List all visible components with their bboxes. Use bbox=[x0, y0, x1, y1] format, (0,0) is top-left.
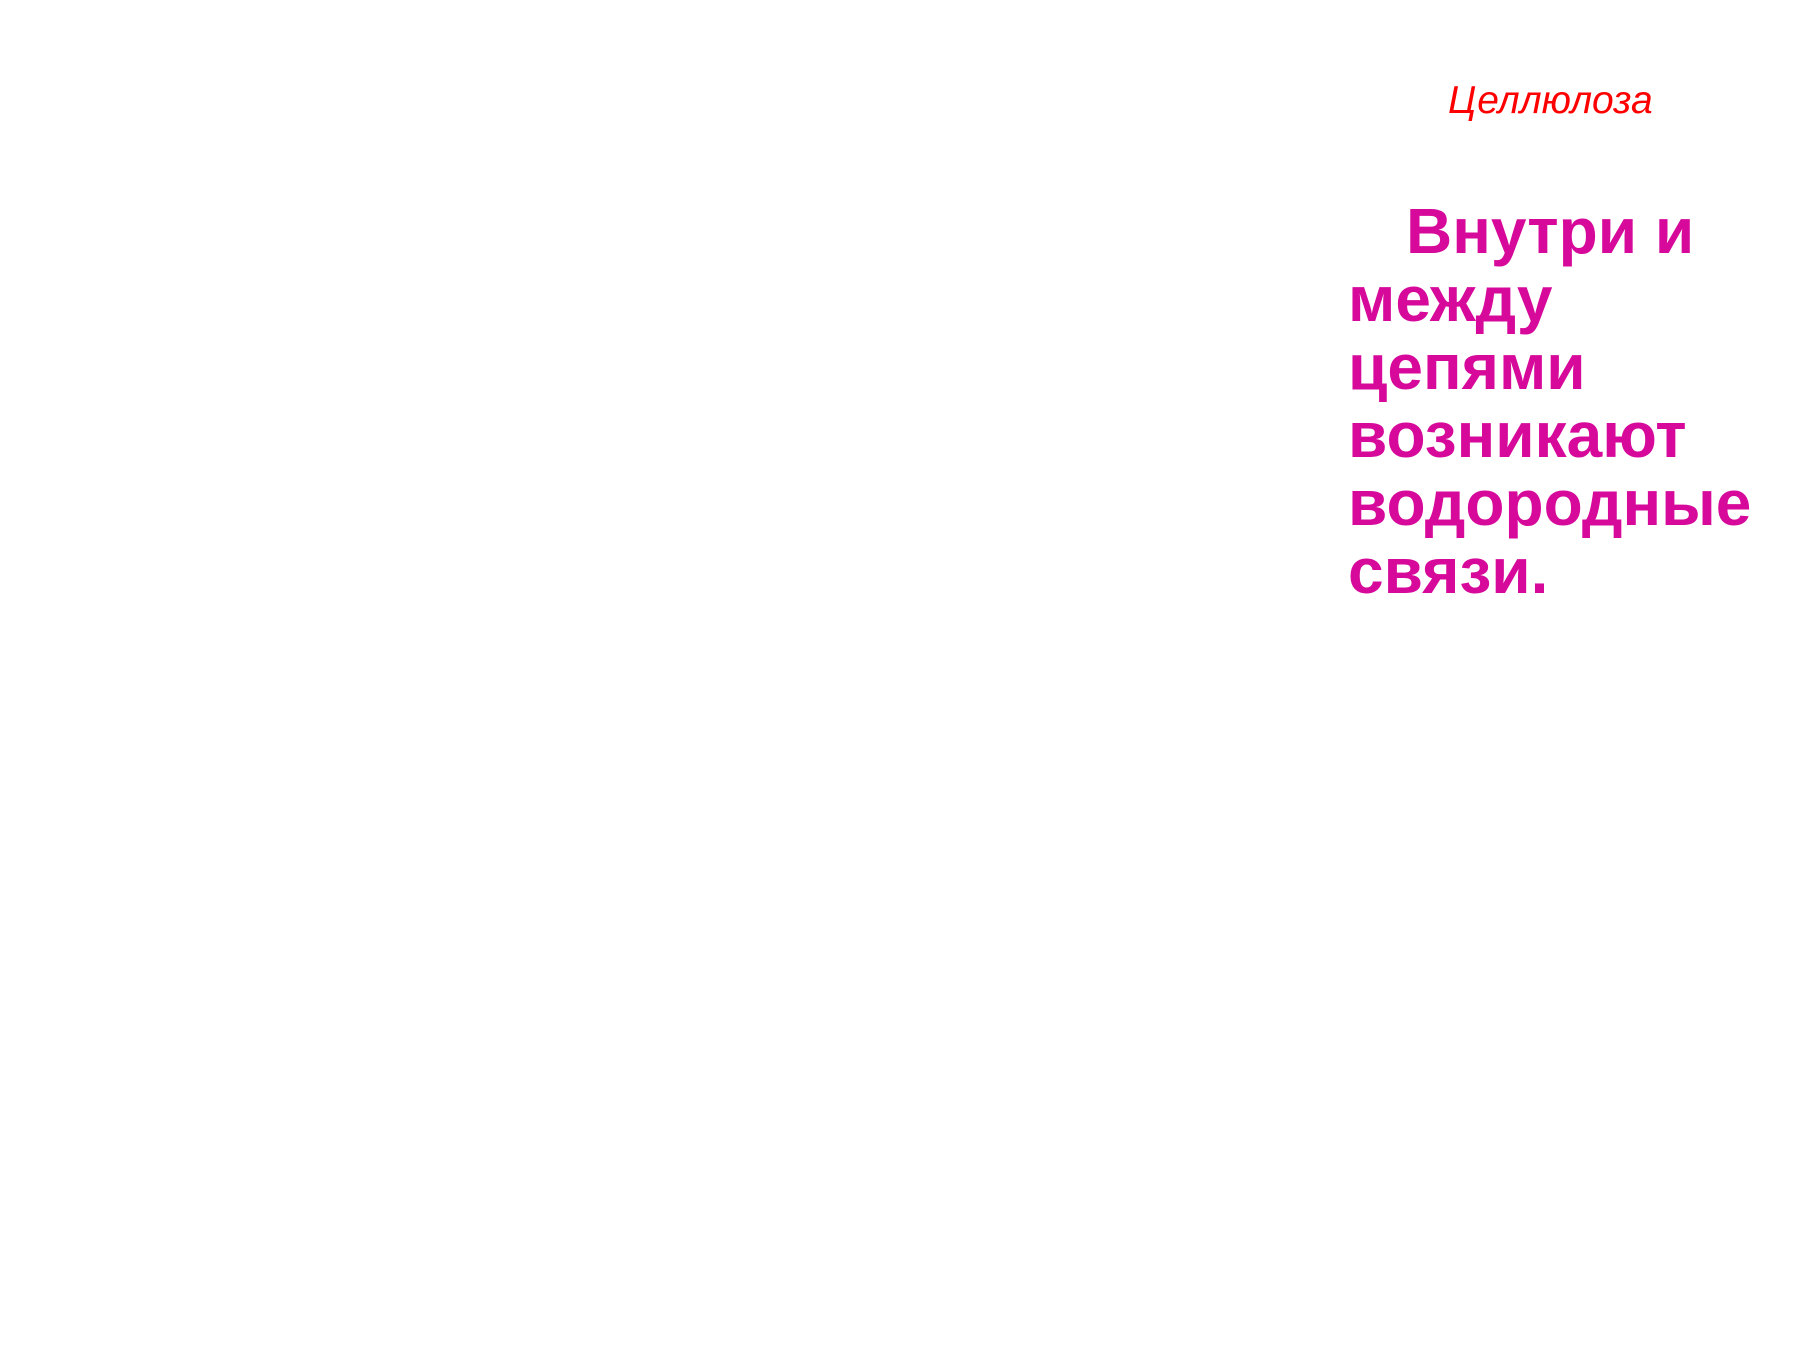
body-line: Внутри и bbox=[1406, 195, 1695, 267]
body-line: связи. bbox=[1348, 535, 1549, 607]
slide-title: Целлюлоза bbox=[1448, 79, 1653, 122]
body-line: между bbox=[1348, 263, 1553, 335]
body-line: водородные bbox=[1348, 467, 1752, 539]
slide-body-text: Внутри и между цепями возникают водородн… bbox=[1348, 197, 1798, 605]
body-line: возникают bbox=[1348, 399, 1687, 471]
body-line: цепями bbox=[1348, 331, 1586, 403]
